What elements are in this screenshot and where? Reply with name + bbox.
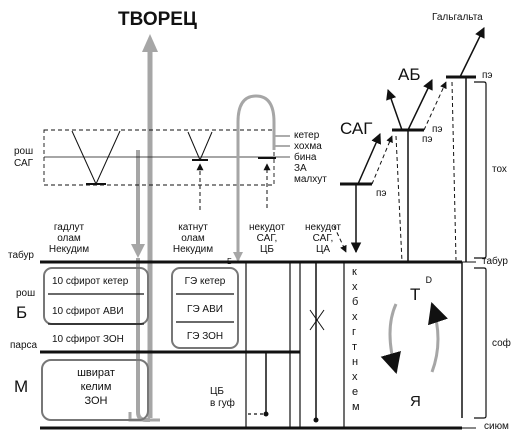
creator-beam-arrowhead	[142, 34, 158, 52]
sfira-keter: кетер	[294, 130, 320, 141]
box-ge-zon: ГЭ ЗОН	[186, 331, 224, 342]
small-v-left	[187, 131, 201, 161]
vert-letter-5: г	[352, 326, 357, 338]
shvirat-3: ЗОН	[84, 395, 108, 407]
vert-letter-2: х	[352, 281, 358, 293]
rosh-sag-rect	[43, 129, 276, 186]
page-title: ТВОРЕЦ	[118, 9, 197, 30]
sfirot-guides	[274, 135, 290, 158]
vert-letter-10: м	[352, 401, 360, 413]
nekudot-columns	[245, 262, 345, 428]
nekudot-ca-label-2: САГ,	[312, 233, 334, 244]
nekudot-cb-label-3: ЦБ	[260, 244, 274, 255]
gadlut-label-1: гадлут	[53, 222, 85, 233]
tzimtzum-v-left	[71, 130, 97, 185]
katnut-label-3: Некудим	[172, 244, 214, 255]
creator-beam-down-arrowhead	[131, 244, 145, 258]
rosh-level-label: рош	[16, 288, 36, 299]
tokh-label: тох	[492, 164, 507, 175]
tabur-left-label: табур	[8, 250, 34, 261]
cycle-arrows	[380, 302, 448, 375]
galgalta-pe-label: пэ	[482, 70, 493, 81]
vert-letter-8: х	[352, 371, 358, 383]
nekudot-ca-label-1: некудот	[305, 222, 341, 233]
vert-letter-9: е	[352, 386, 359, 398]
cycle-top-letter: Т	[410, 285, 421, 304]
box-sfirot-avi: 10 сфирот АВИ	[52, 306, 124, 317]
b-small-label: Б	[227, 257, 233, 266]
sfira-malkhut: малхут	[294, 174, 327, 185]
b-level-label: Б	[16, 303, 28, 322]
sof-label: соф	[492, 338, 511, 349]
sfirot-dividers	[48, 293, 234, 325]
nekudot-ca-label-3: ЦА	[315, 244, 331, 255]
tzimtzum-v-right	[95, 130, 121, 185]
vert-letter-3: б	[352, 296, 359, 308]
cb-in-guf-1: ЦБ	[210, 386, 224, 397]
junction-dots	[263, 411, 319, 423]
shvirat-1: швират	[77, 367, 115, 379]
parsa-level-label: парса	[10, 340, 38, 351]
m-level-label: М	[14, 377, 29, 396]
vert-letter-1: к	[352, 266, 357, 278]
ab-label: АБ	[398, 65, 421, 84]
box-sfirot-keter: 10 сфирот кетер	[52, 276, 129, 287]
galgalta-label: Гальгальта	[432, 12, 483, 23]
ab-pe2-label: пэ	[422, 134, 433, 145]
vert-letter-6: т	[352, 341, 358, 353]
katnut-label-1: катнут	[178, 222, 208, 233]
vert-letter-7: н	[352, 356, 359, 368]
parzufim-steps	[340, 27, 485, 418]
sfira-za: ЗА	[294, 163, 307, 174]
gadlut-label-2: олам	[57, 233, 81, 244]
box-sfirot-zon: 10 сфирот ЗОН	[52, 334, 124, 345]
gadlut-label-3: Некудим	[48, 244, 90, 255]
katnut-label-2: олам	[181, 233, 205, 244]
cb-in-guf-2: в гуф	[210, 398, 235, 409]
siyum-label: сиюм	[484, 421, 509, 432]
level-lines	[40, 260, 476, 430]
vert-letter-4: х	[352, 311, 358, 323]
small-v-right	[199, 131, 213, 161]
shvirat-2: келим	[80, 381, 112, 393]
rosh-sag-label-1: рош	[14, 146, 34, 157]
upward-dashed-arrows	[196, 163, 271, 210]
ab-pe-label: пэ	[432, 124, 443, 135]
nekudot-cb-label-2: САГ,	[256, 233, 278, 244]
sfira-hokhma: хохма	[294, 141, 322, 152]
box-ge-avi: ГЭ АВИ	[187, 304, 223, 315]
box-ge-keter: ГЭ кетер	[184, 276, 226, 287]
cycle-mark: ᴰ	[426, 274, 432, 289]
sag-label: САГ	[340, 119, 373, 138]
sag-pe-label: пэ	[376, 188, 387, 199]
nekudot-cb-label-1: некудот	[249, 222, 285, 233]
cycle-bottom-letter: Я	[410, 393, 421, 410]
side-brackets	[474, 81, 487, 419]
tabur-right-label: табур	[482, 256, 508, 267]
nekudot-loop	[236, 94, 276, 212]
rosh-sag-label-2: САГ	[14, 158, 34, 169]
sfira-bina: бина	[294, 152, 317, 163]
